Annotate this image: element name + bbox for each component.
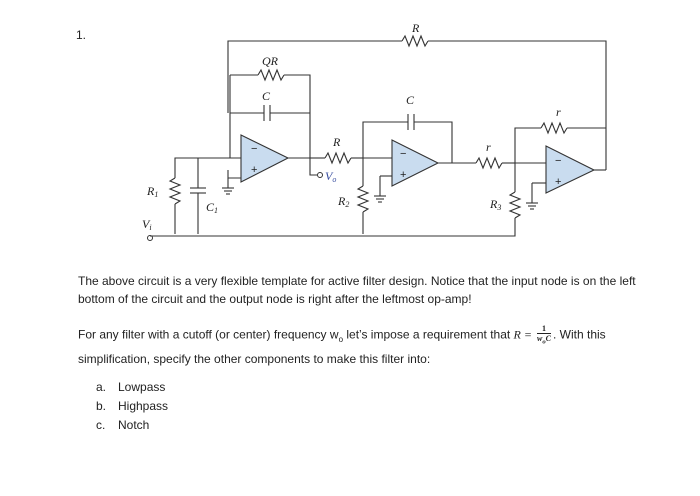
label-C-second: C bbox=[406, 93, 415, 107]
paragraph-instruction: simplification, specify the other compon… bbox=[78, 352, 431, 366]
label-R-top: R bbox=[411, 21, 420, 35]
resistor-R-mid bbox=[324, 151, 352, 165]
label-r-series: r bbox=[486, 140, 491, 154]
opamp2-minus: − bbox=[400, 148, 406, 160]
vo-tap-wire bbox=[309, 158, 317, 176]
filter-type-list: a.Lowpass b.Highpass c.Notch bbox=[96, 380, 168, 437]
equation-lhs: R = bbox=[513, 327, 535, 342]
paragraph-intro: The above circuit is a very flexible tem… bbox=[78, 274, 636, 306]
label-r-feedback: r bbox=[556, 105, 561, 119]
opamp1-minus: − bbox=[251, 143, 257, 155]
opamp3-feedback bbox=[514, 121, 606, 163]
list-item-highpass: b.Highpass bbox=[96, 399, 169, 413]
label-C-first: C bbox=[262, 89, 271, 103]
opamp2-plus: + bbox=[400, 169, 406, 181]
label-R1: R1 bbox=[146, 184, 158, 199]
resistor-R3 bbox=[508, 191, 522, 219]
label-R2: R2 bbox=[337, 194, 349, 209]
opamp1-plus: + bbox=[251, 164, 257, 176]
label-R3: R3 bbox=[489, 197, 501, 212]
opamp3-ground bbox=[526, 183, 538, 210]
resistor-R2 bbox=[356, 185, 370, 213]
opamp-2 bbox=[391, 139, 440, 187]
opamp1-ground bbox=[222, 178, 234, 195]
opamp-1 bbox=[240, 134, 290, 183]
label-Vo: Vo bbox=[325, 169, 336, 184]
list-item-notch: c.Notch bbox=[96, 418, 150, 432]
circuit-diagram: R QR C − + Vo R C − + bbox=[142, 21, 607, 241]
opamp3-plus: + bbox=[555, 176, 561, 188]
top-feedback-wire bbox=[227, 34, 607, 170]
opamp-3 bbox=[545, 145, 596, 194]
opamp2-feedback bbox=[362, 114, 453, 163]
resistor-r-series bbox=[475, 156, 503, 170]
label-R-mid: R bbox=[332, 135, 341, 149]
label-Vi: Vi bbox=[142, 217, 152, 232]
opamp1-ground-wire bbox=[227, 170, 241, 179]
C1-top-wire bbox=[175, 157, 199, 188]
label-QR: QR bbox=[262, 54, 279, 68]
list-item-lowpass: a.Lowpass bbox=[96, 380, 166, 394]
opamp3-minus: − bbox=[555, 155, 561, 167]
input-top-wire bbox=[174, 157, 241, 178]
label-C1: C1 bbox=[206, 200, 218, 215]
R3-bottom-wire bbox=[490, 218, 516, 237]
resistor-R1 bbox=[168, 177, 182, 205]
input-node bbox=[147, 235, 153, 241]
opamp2-ground bbox=[374, 176, 386, 203]
problem-number: 1. bbox=[76, 28, 87, 42]
paragraph-requirement: For any filter with a cutoff (or center)… bbox=[78, 324, 606, 346]
output-node bbox=[317, 172, 323, 178]
